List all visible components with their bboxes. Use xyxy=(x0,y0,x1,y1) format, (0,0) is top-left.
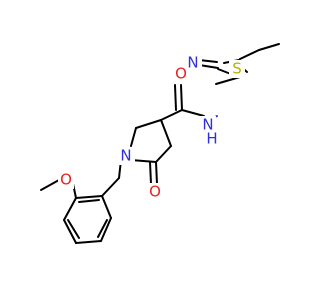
amide-hydrogen-label: H xyxy=(206,130,217,148)
bond xyxy=(67,219,80,239)
bond xyxy=(75,240,102,244)
thiazole-sulfur-label: S xyxy=(232,60,242,78)
bond xyxy=(63,197,77,221)
pyrrolidine-nitrogen-label: N xyxy=(120,147,131,165)
bond xyxy=(135,119,162,129)
bond xyxy=(258,43,280,51)
amide-oxygen-label: O xyxy=(175,65,187,83)
bond xyxy=(78,199,100,203)
bond xyxy=(160,109,183,121)
bond xyxy=(155,145,172,163)
bond xyxy=(181,109,205,117)
bond xyxy=(40,179,60,191)
bond xyxy=(215,76,241,85)
bond xyxy=(100,217,112,242)
bond xyxy=(130,159,157,163)
atom-labels: O N H N O O N S xyxy=(58,54,245,201)
bond xyxy=(155,161,158,185)
bonds xyxy=(40,43,280,244)
bond xyxy=(97,219,108,238)
bond xyxy=(75,195,103,199)
bond xyxy=(239,49,260,60)
amide-nitrogen-label: N xyxy=(202,116,213,134)
molecule-svg: O N H N O O N S xyxy=(40,43,280,244)
bond xyxy=(160,119,172,147)
bond xyxy=(174,84,177,111)
bond xyxy=(149,161,152,185)
molecule-diagram: O N H N O O N S xyxy=(40,43,280,244)
bond xyxy=(101,177,120,197)
methoxy-oxygen-label: O xyxy=(60,171,72,189)
lactam-oxygen-label: O xyxy=(149,183,161,201)
bond xyxy=(180,84,183,111)
bond xyxy=(63,219,77,244)
bond xyxy=(130,127,137,147)
bond xyxy=(101,195,112,219)
thiazole-nitrogen-label: N xyxy=(187,54,198,72)
